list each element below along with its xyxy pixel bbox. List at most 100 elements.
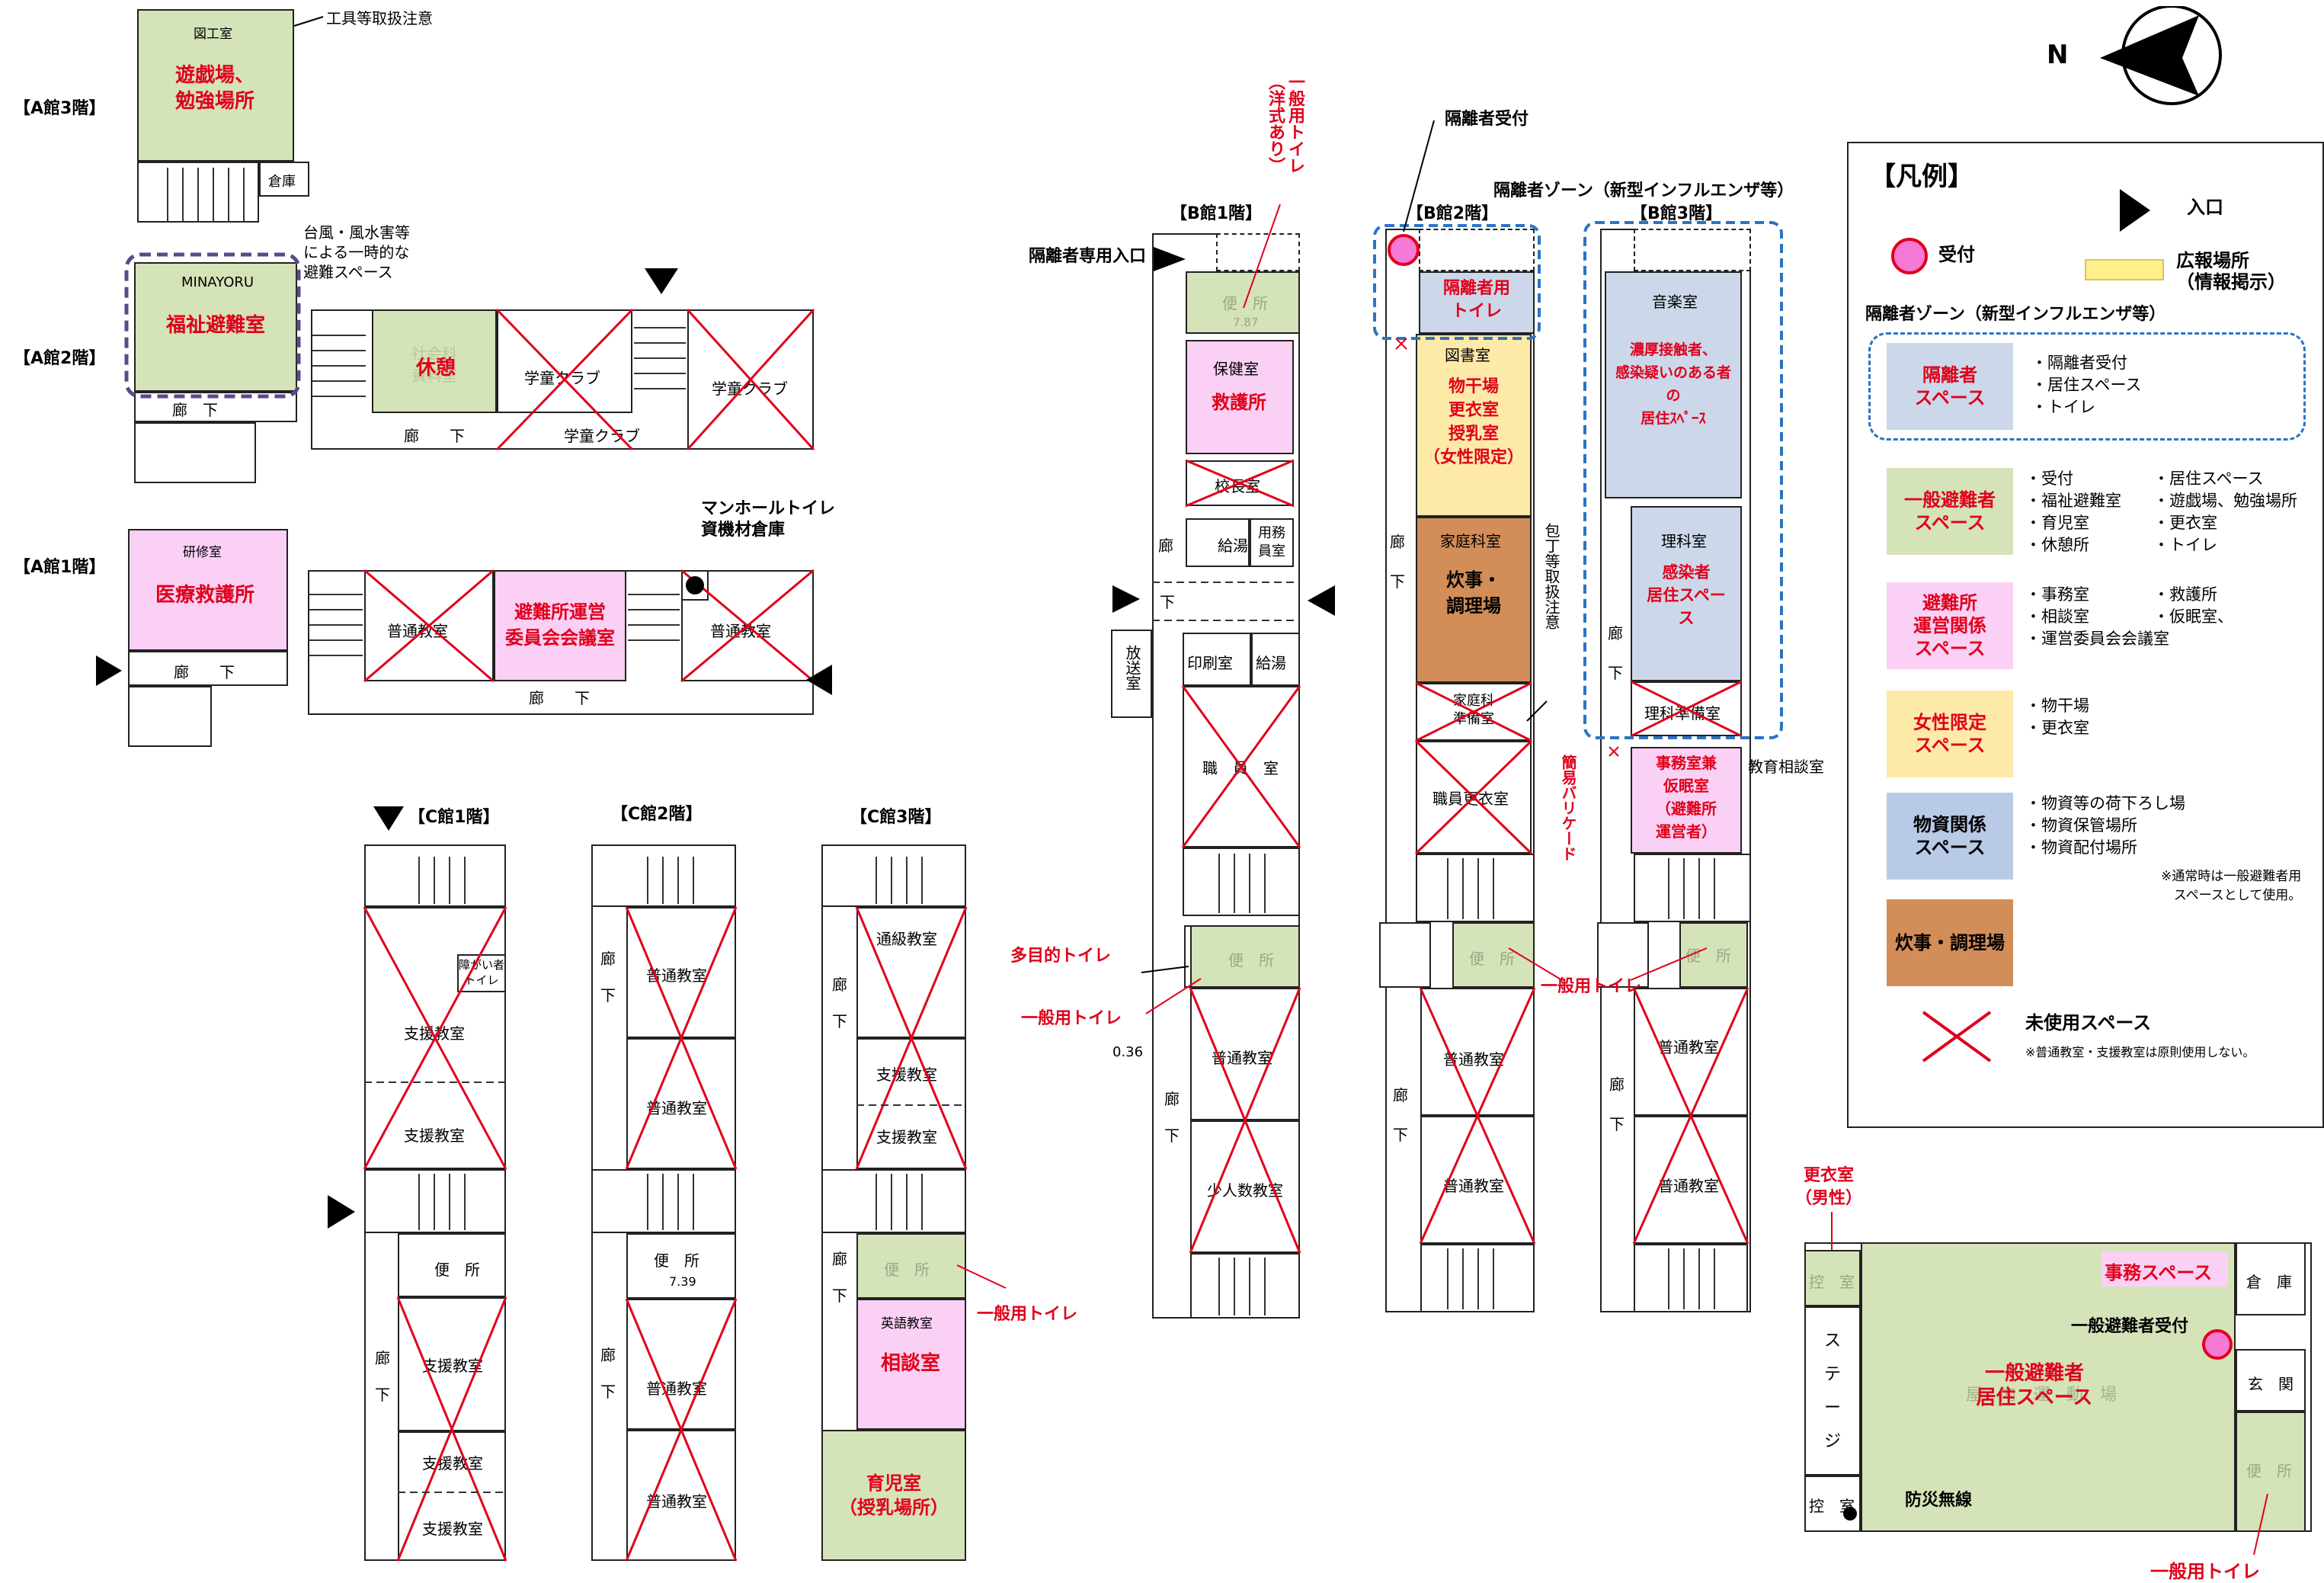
legend-supplies-items: ・物資等の荷下ろし場 ・物資保管場所 ・物資配付場所 xyxy=(2025,794,2185,857)
room-unei-label: 避難所運営 委員会会議室 xyxy=(505,601,615,649)
legend-unused: 未使用スペース xyxy=(2025,1012,2152,1033)
b3-stairs-top xyxy=(1634,229,1751,271)
room-c3-benjo-label: 便 所 xyxy=(884,1261,930,1279)
room-c2-benjo-label: 便 所 xyxy=(654,1251,699,1270)
compass: N xyxy=(2047,5,2222,113)
legend-general-items-2: ・居住スペース ・遊戯場、勉強場所 ・更衣室 ・トイレ xyxy=(2153,469,2297,554)
room-kyukei: 社会科 資料室 休憩 xyxy=(372,309,497,413)
room-c1-shogai: 障がい者 トイレ xyxy=(457,954,506,992)
compass-icon xyxy=(2100,5,2222,105)
room-rika: 理科室 感染者 居住スペー ス xyxy=(1631,506,1742,681)
legend-women-label: 女性限定 スペース xyxy=(1913,712,1986,756)
gym-toilet-label: 一般用トイレ xyxy=(2150,1561,2260,1582)
room-shiryo: 社会科 資料室 xyxy=(411,344,457,385)
floor-label-b2: 【B館2階】 xyxy=(1407,204,1499,223)
b1-stairs-mid xyxy=(1183,848,1300,916)
room-c2-futsu3: 普通教室 xyxy=(626,1299,736,1430)
room-c3-sodan: 英語教室 相談室 xyxy=(856,1299,966,1430)
room-fukushi: MINAYORU 福祉避難室 xyxy=(134,262,297,392)
b1-tamokuteki-label: 多目的トイレ xyxy=(1010,947,1112,966)
b2-stairs-mid xyxy=(1416,854,1535,922)
legend-isolation-swatch: 隔離者 スペース xyxy=(1887,343,2013,430)
room-b2-futsu1-label: 普通教室 xyxy=(1443,1050,1504,1069)
room-c3-ikuji-label: 育児室 （授乳場所） xyxy=(839,1472,949,1518)
b1-stairs-top xyxy=(1216,233,1300,271)
room-c2-futsu4: 普通教室 xyxy=(626,1430,736,1561)
gym-main xyxy=(1861,1242,2236,1532)
room-b2-futsu1: 普通教室 xyxy=(1420,988,1535,1116)
room-c1-shien1: 支援教室 支援教室 xyxy=(364,907,506,1169)
legend-entrance: 入口 xyxy=(2187,197,2223,218)
room-hoken-label: 保健室 xyxy=(1213,360,1259,378)
room-c3-shien1-label: 支援教室 xyxy=(876,1065,937,1084)
room-hoso: 放送室 xyxy=(1111,630,1152,718)
c1-stairs-top xyxy=(364,844,506,907)
room-c2-num: 7.39 xyxy=(669,1274,696,1289)
room-kocho: 校長室 xyxy=(1186,460,1294,506)
gym-jimu-space-label: 事務スペース xyxy=(2105,1262,2213,1283)
room-gakudo1-label: 学童クラブ xyxy=(524,369,600,387)
b3-stairs-mid xyxy=(1634,854,1751,922)
room-ongaku-label: 音楽室 xyxy=(1652,293,1698,311)
room-c1-shien3: 支援教室 xyxy=(398,1297,506,1431)
b2-stairs-top xyxy=(1419,229,1535,271)
room-c1-shogai-label: 障がい者 トイレ xyxy=(459,958,505,987)
b3-toilet-label: 一般用トイレ xyxy=(1541,977,1642,996)
c3-stairs-mid xyxy=(821,1169,966,1233)
room-noko-label: 濃厚接触者、 感染疑いのある者 の 居住ｽﾍﾟｰｽ xyxy=(1615,341,1731,427)
fukushi-label: 福祉避難室 xyxy=(166,314,266,337)
room-a3-stairs xyxy=(137,162,259,223)
room-gakudo1: 学童クラブ xyxy=(497,309,632,413)
c2-corridor1: 廊 下 xyxy=(600,950,616,1005)
room-zuko-use: 遊戯場、 勉強場所 xyxy=(174,64,254,113)
legend-ops-items-2: ・救護所 ・仮眠室、 xyxy=(2153,585,2233,626)
b1-ippan-toilet-label: 一般用トイレ xyxy=(1021,1009,1122,1028)
room-b1-kyuto-label: 給湯 xyxy=(1218,537,1248,555)
b1-corridor-mark2: 下 xyxy=(1160,593,1175,611)
room-zuko: 図工室 遊戯場、 勉強場所 xyxy=(137,9,294,162)
legend-ops-items-1: ・事務室 ・相談室 xyxy=(2025,585,2089,626)
room-c3-tsukyu: 通級教室 xyxy=(856,907,966,1038)
gym-okunai-label: 屋 内 運 動 場 xyxy=(1966,1386,2118,1405)
a2-stairs-left xyxy=(134,422,256,483)
b2-barricade-label: 簡易バリケード xyxy=(1559,755,1577,861)
room-b1-num: 7.87 xyxy=(1233,316,1259,329)
room-hoken: 保健室 救護所 xyxy=(1186,340,1294,454)
a1-stairs-left xyxy=(128,686,212,747)
room-b3-futsu2: 普通教室 xyxy=(1634,1116,1748,1244)
a1-corridor-left-label: 廊 下 xyxy=(174,663,235,681)
room-c2-futsu2: 普通教室 xyxy=(626,1038,736,1169)
unused-icon xyxy=(1922,1011,1992,1062)
room-katei-jumbi: 家庭科 準備室 xyxy=(1416,683,1532,741)
gym-living-label: 一般避難者 居住スペース xyxy=(1976,1362,2093,1409)
room-c2-futsu1: 普通教室 xyxy=(626,907,736,1038)
b2-hocho-note: 包丁等取扱注意 xyxy=(1542,523,1561,630)
floor-label-a1: 【A館1階】 xyxy=(14,558,106,577)
room-kouishitsu: 職員更衣室 xyxy=(1416,741,1532,854)
room-shonin: 少人数教室 xyxy=(1190,1120,1300,1253)
kyoiku-sodan-label: 教育相談室 xyxy=(1748,758,1824,776)
floor-label-c2: 【C館2階】 xyxy=(611,805,703,824)
floor-label-a2: 【A館2階】 xyxy=(14,349,106,368)
room-manhole xyxy=(681,570,709,601)
room-kouishitsu-label: 職員更衣室 xyxy=(1432,790,1509,808)
legend-pr: 広報場所 （情報掲示） xyxy=(2176,250,2286,293)
floor-label-b3: 【B館3階】 xyxy=(1631,204,1723,223)
b2-stairs-bot xyxy=(1420,1244,1535,1312)
floor-label-b1: 【B館1階】 xyxy=(1170,204,1263,223)
b2-toilet-block xyxy=(1379,922,1431,988)
room-a3-souko-label: 倉庫 xyxy=(268,174,296,190)
gym-reception-label: 一般避難者受付 xyxy=(2071,1317,2189,1336)
room-b1-kyuto2: 給湯 xyxy=(1251,633,1300,686)
room-b2-futsu2: 普通教室 xyxy=(1420,1116,1535,1244)
legend-women-items: ・物干場 ・更衣室 xyxy=(2025,697,2089,737)
room-monohoshi-label: 物干場 更衣室 授乳室 （女性限定） xyxy=(1423,377,1524,467)
b1-corridor-mark: 廊 xyxy=(1158,537,1173,555)
b1-num2: 0.36 xyxy=(1112,1044,1144,1060)
room-unei: 避難所運営 委員会会議室 xyxy=(494,570,626,681)
room-yomuin-label: 用務 員室 xyxy=(1258,525,1285,559)
room-a3-souko: 倉庫 xyxy=(259,162,309,197)
room-b1-benjo2-label: 便 所 xyxy=(1228,951,1274,969)
gym-stage-label: ス テ ー ジ xyxy=(1823,1331,1841,1451)
gym-hikae1-label: 控 室 xyxy=(1809,1273,1855,1291)
